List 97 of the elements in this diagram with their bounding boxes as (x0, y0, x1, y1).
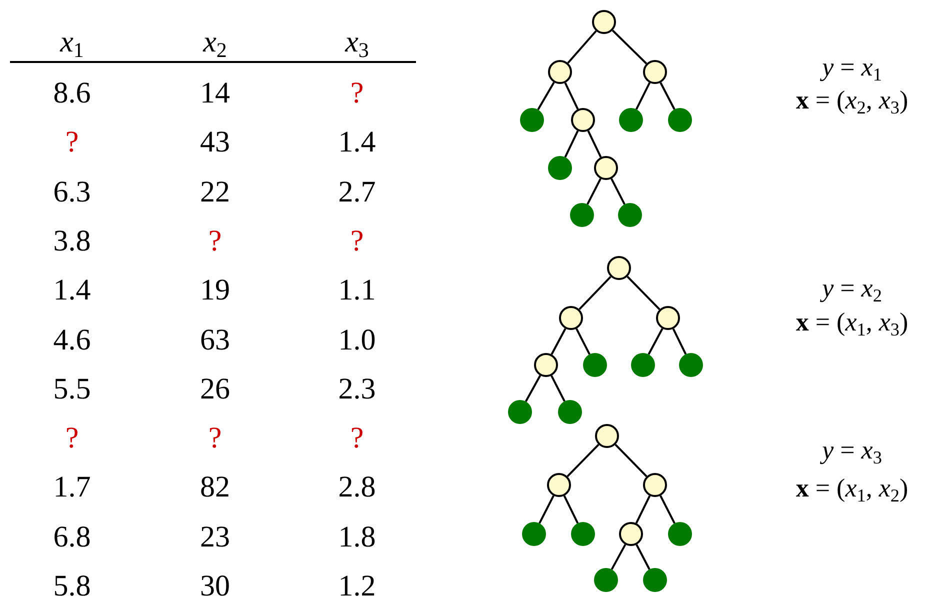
formula: y = x$_{1}$ (822, 54, 882, 82)
column-header: x$_{2}$ (203, 26, 227, 58)
missing-value: ? (350, 224, 364, 258)
tree-node-circle (643, 473, 667, 497)
tree-edge (567, 30, 597, 64)
tree-edge (550, 328, 566, 355)
table-value: 23 (200, 520, 230, 554)
tree-edge (648, 328, 664, 355)
leaf-dot (668, 522, 692, 546)
table-value: 6.3 (53, 175, 91, 208)
missing-value: ? (208, 422, 222, 455)
tree-edge (586, 178, 602, 205)
tree-node-circle (547, 473, 571, 497)
table-value: 8.6 (53, 76, 91, 110)
missing-value: ? (65, 422, 79, 455)
missing-value: ? (350, 76, 364, 110)
table-value: 19 (200, 274, 230, 307)
tree-edge (610, 178, 626, 205)
tree-edge (576, 328, 590, 355)
leaf-dot (522, 522, 546, 546)
table-value: 1.2 (338, 570, 376, 599)
leaf-dot (679, 353, 703, 377)
tree-edge (660, 82, 676, 110)
table-value: 1.4 (338, 126, 376, 159)
table-value: 5.8 (53, 570, 91, 599)
tree-edge (636, 544, 650, 570)
tree-node-circle (656, 306, 680, 330)
leaf-dot (571, 522, 595, 546)
leaf-dot (583, 353, 607, 377)
tree-edge (566, 444, 600, 478)
table-value: 3.8 (53, 224, 91, 258)
table-value: 14 (200, 76, 230, 110)
tree-node-circle (619, 522, 643, 546)
table-value: 82 (200, 470, 230, 504)
formula: x = (x$_{1}$, x$_{3}$) (796, 308, 908, 338)
tree-edge (563, 495, 579, 524)
tree-node-circle (548, 60, 572, 84)
leaf-dot (594, 568, 618, 592)
missing-value: ? (350, 422, 364, 455)
tree-edge (635, 495, 651, 524)
formula: x = (x$_{2}$, x$_{3}$) (796, 86, 908, 116)
tree-edge (587, 130, 602, 158)
table-value: 2.3 (338, 372, 376, 406)
column-header: x$_{3}$ (345, 26, 369, 58)
leaf-dot (570, 203, 594, 227)
tree-node-circle (643, 60, 667, 84)
leaf-dot (631, 353, 655, 377)
leaf-dot (548, 156, 572, 180)
missing-value: ? (208, 224, 222, 258)
table-value: 6.8 (53, 520, 91, 554)
leaf-dot (668, 108, 692, 132)
table-value: 2.7 (338, 175, 376, 208)
table-value: 2.8 (338, 470, 376, 504)
table-value: 4.6 (53, 323, 91, 356)
leaf-dot (619, 108, 643, 132)
table-value: 30 (200, 570, 230, 599)
table-value: 1.4 (53, 274, 91, 307)
leaf-dot (618, 203, 642, 227)
tree-edge (578, 276, 612, 310)
tree-node-circle (559, 306, 583, 330)
column-header: x$_{1}$ (60, 26, 84, 58)
formula: y = x$_{3}$ (822, 436, 882, 466)
tree-edge (524, 375, 542, 402)
tree-edge (537, 82, 555, 110)
tree-node-circle (592, 10, 616, 34)
tree-node-circle (534, 353, 558, 377)
table-value: 22 (200, 175, 230, 208)
tree-edge (635, 82, 651, 110)
tree-edge (564, 82, 579, 110)
table-value: 26 (200, 372, 230, 406)
formula: x = (x$_{1}$, x$_{2}$) (796, 474, 908, 504)
tree-edge (612, 30, 648, 64)
tree-node-circle (594, 156, 618, 180)
table-value: 1.1 (338, 274, 376, 307)
table-value: 63 (200, 323, 230, 356)
tree-edge (614, 444, 648, 478)
tree-node-circle (595, 424, 619, 448)
leaf-dot (508, 400, 532, 424)
tree-edge (660, 495, 676, 524)
formula: y = x$_{2}$ (822, 274, 882, 304)
table-value: 43 (200, 126, 230, 159)
leaf-dot (558, 400, 582, 424)
tree-node-circle (571, 108, 595, 132)
missing-value: ? (65, 126, 79, 159)
table-value: 1.0 (338, 323, 376, 356)
tree-node-circle (607, 256, 631, 280)
tree-edge (564, 130, 579, 158)
table-value: 5.5 (53, 372, 91, 406)
tree-edge (610, 544, 626, 570)
tree-edge (550, 375, 566, 402)
tree-edge (672, 328, 687, 355)
table-value: 1.8 (338, 520, 376, 554)
tree-edge (538, 495, 554, 524)
leaf-dot (643, 568, 667, 592)
tree-edge (626, 276, 660, 310)
table-value: 1.7 (53, 470, 91, 504)
leaf-dot (520, 108, 544, 132)
